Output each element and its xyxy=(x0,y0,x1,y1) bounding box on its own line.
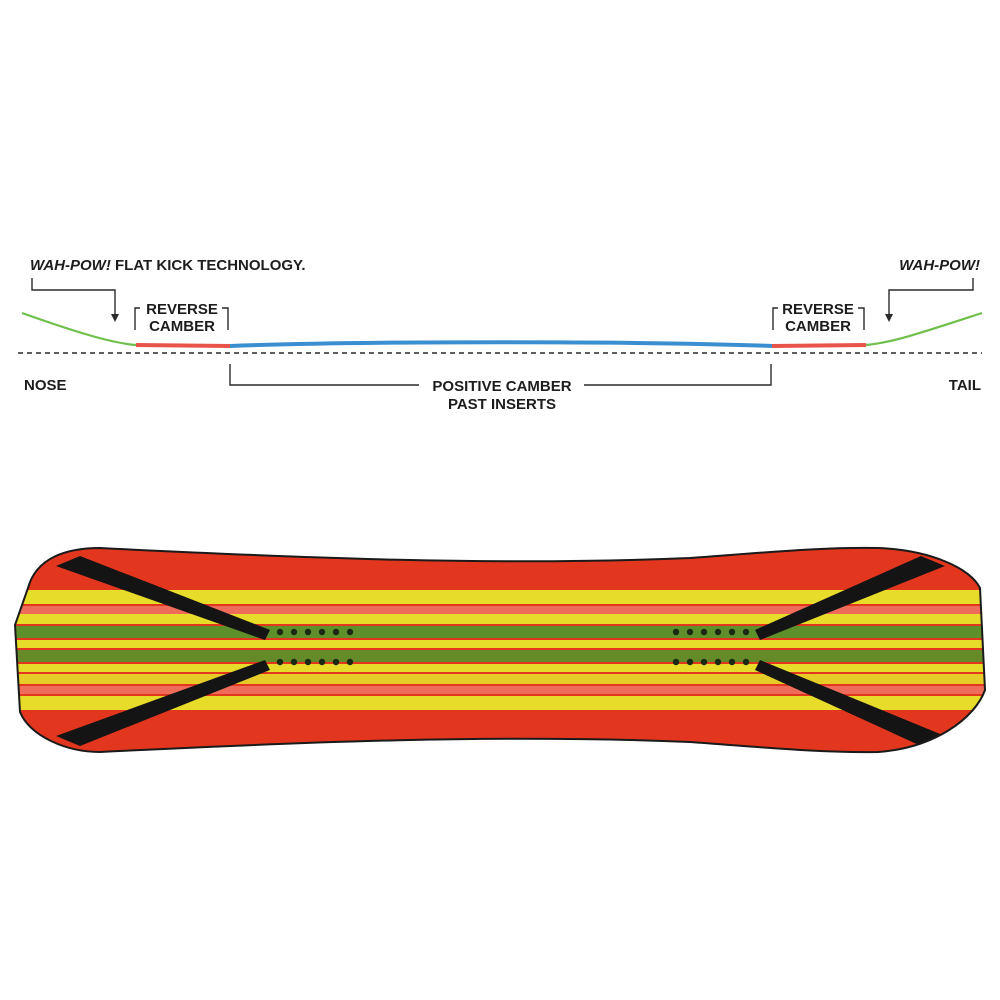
insert-hole xyxy=(318,628,326,636)
topsheet-stripe xyxy=(15,572,985,584)
insert-hole xyxy=(332,628,340,636)
insert-hole xyxy=(700,658,708,666)
insert-hole xyxy=(672,658,680,666)
reverse-camber-bracket-nose xyxy=(134,307,229,330)
insert-hole xyxy=(332,658,340,666)
topsheet-stripes xyxy=(15,572,985,724)
reverse-camber-segment-tail xyxy=(771,343,867,348)
topsheet-stripe xyxy=(15,606,985,614)
flat-kick-callout-right xyxy=(888,278,974,316)
reverse-camber-tail-line2: CAMBER xyxy=(785,318,851,335)
nose-stripe-upper xyxy=(56,556,270,640)
reverse-camber-nose-line1: REVERSE xyxy=(146,301,218,318)
topsheet-stripe xyxy=(15,696,985,710)
snowboard-topsheet xyxy=(14,546,986,754)
insert-hole xyxy=(346,628,354,636)
topsheet-stripe xyxy=(15,626,985,638)
flat-kick-arrow-left xyxy=(111,314,119,322)
insert-hole xyxy=(742,628,750,636)
insert-hole xyxy=(276,658,284,666)
insert-hole xyxy=(686,628,694,636)
tail-stripe-upper xyxy=(755,556,945,640)
wah-pow-left-text: WAH-POW! xyxy=(30,257,111,274)
flat-kick-arrow-right xyxy=(885,314,893,322)
flat-kick-callout-left xyxy=(31,278,116,316)
insert-hole xyxy=(346,658,354,666)
insert-hole xyxy=(672,628,680,636)
topsheet-stripe xyxy=(15,712,985,724)
positive-camber-line2: PAST INSERTS xyxy=(448,396,556,413)
wah-pow-right-label: WAH-POW! xyxy=(899,257,980,274)
insert-hole xyxy=(276,628,284,636)
insert-hole xyxy=(714,628,722,636)
nose-label: NOSE xyxy=(24,377,67,394)
positive-camber-line1: POSITIVE CAMBER xyxy=(432,378,571,395)
flat-kick-segment-tail xyxy=(865,311,983,347)
reverse-camber-segment-nose xyxy=(135,343,231,348)
tail-stripe-lower xyxy=(755,660,945,746)
flat-kick-label: WAH-POW! FLAT KICK TECHNOLOGY. xyxy=(30,257,306,274)
positive-camber-bracket xyxy=(229,364,772,386)
flat-kick-text: FLAT KICK TECHNOLOGY. xyxy=(111,257,306,274)
insert-hole xyxy=(714,658,722,666)
topsheet-stripe xyxy=(15,590,985,604)
insert-hole xyxy=(290,658,298,666)
insert-hole xyxy=(728,658,736,666)
topsheet-stripe xyxy=(15,664,985,672)
binding-inserts xyxy=(276,628,750,666)
topsheet-stripe xyxy=(15,614,985,624)
insert-hole xyxy=(304,658,312,666)
topsheet-stripe xyxy=(15,674,985,684)
topsheet-stripe xyxy=(15,686,985,694)
camber-profile: WAH-POW! FLAT KICK TECHNOLOGY. WAH-POW! … xyxy=(18,257,983,413)
insert-hole xyxy=(700,628,708,636)
positive-camber-segment xyxy=(229,340,773,348)
insert-hole xyxy=(318,658,326,666)
insert-hole xyxy=(728,628,736,636)
tail-label: TAIL xyxy=(949,377,981,394)
nose-stripe-lower xyxy=(56,660,270,746)
topsheet-stripe xyxy=(15,640,985,648)
reverse-camber-nose-line2: CAMBER xyxy=(149,318,215,335)
flat-kick-segment-nose xyxy=(21,311,137,347)
reverse-camber-tail-line1: REVERSE xyxy=(782,301,854,318)
insert-hole xyxy=(290,628,298,636)
insert-hole xyxy=(304,628,312,636)
topsheet-stripe xyxy=(15,650,985,662)
insert-hole xyxy=(686,658,694,666)
reverse-camber-bracket-tail xyxy=(772,307,865,330)
insert-hole xyxy=(742,658,750,666)
